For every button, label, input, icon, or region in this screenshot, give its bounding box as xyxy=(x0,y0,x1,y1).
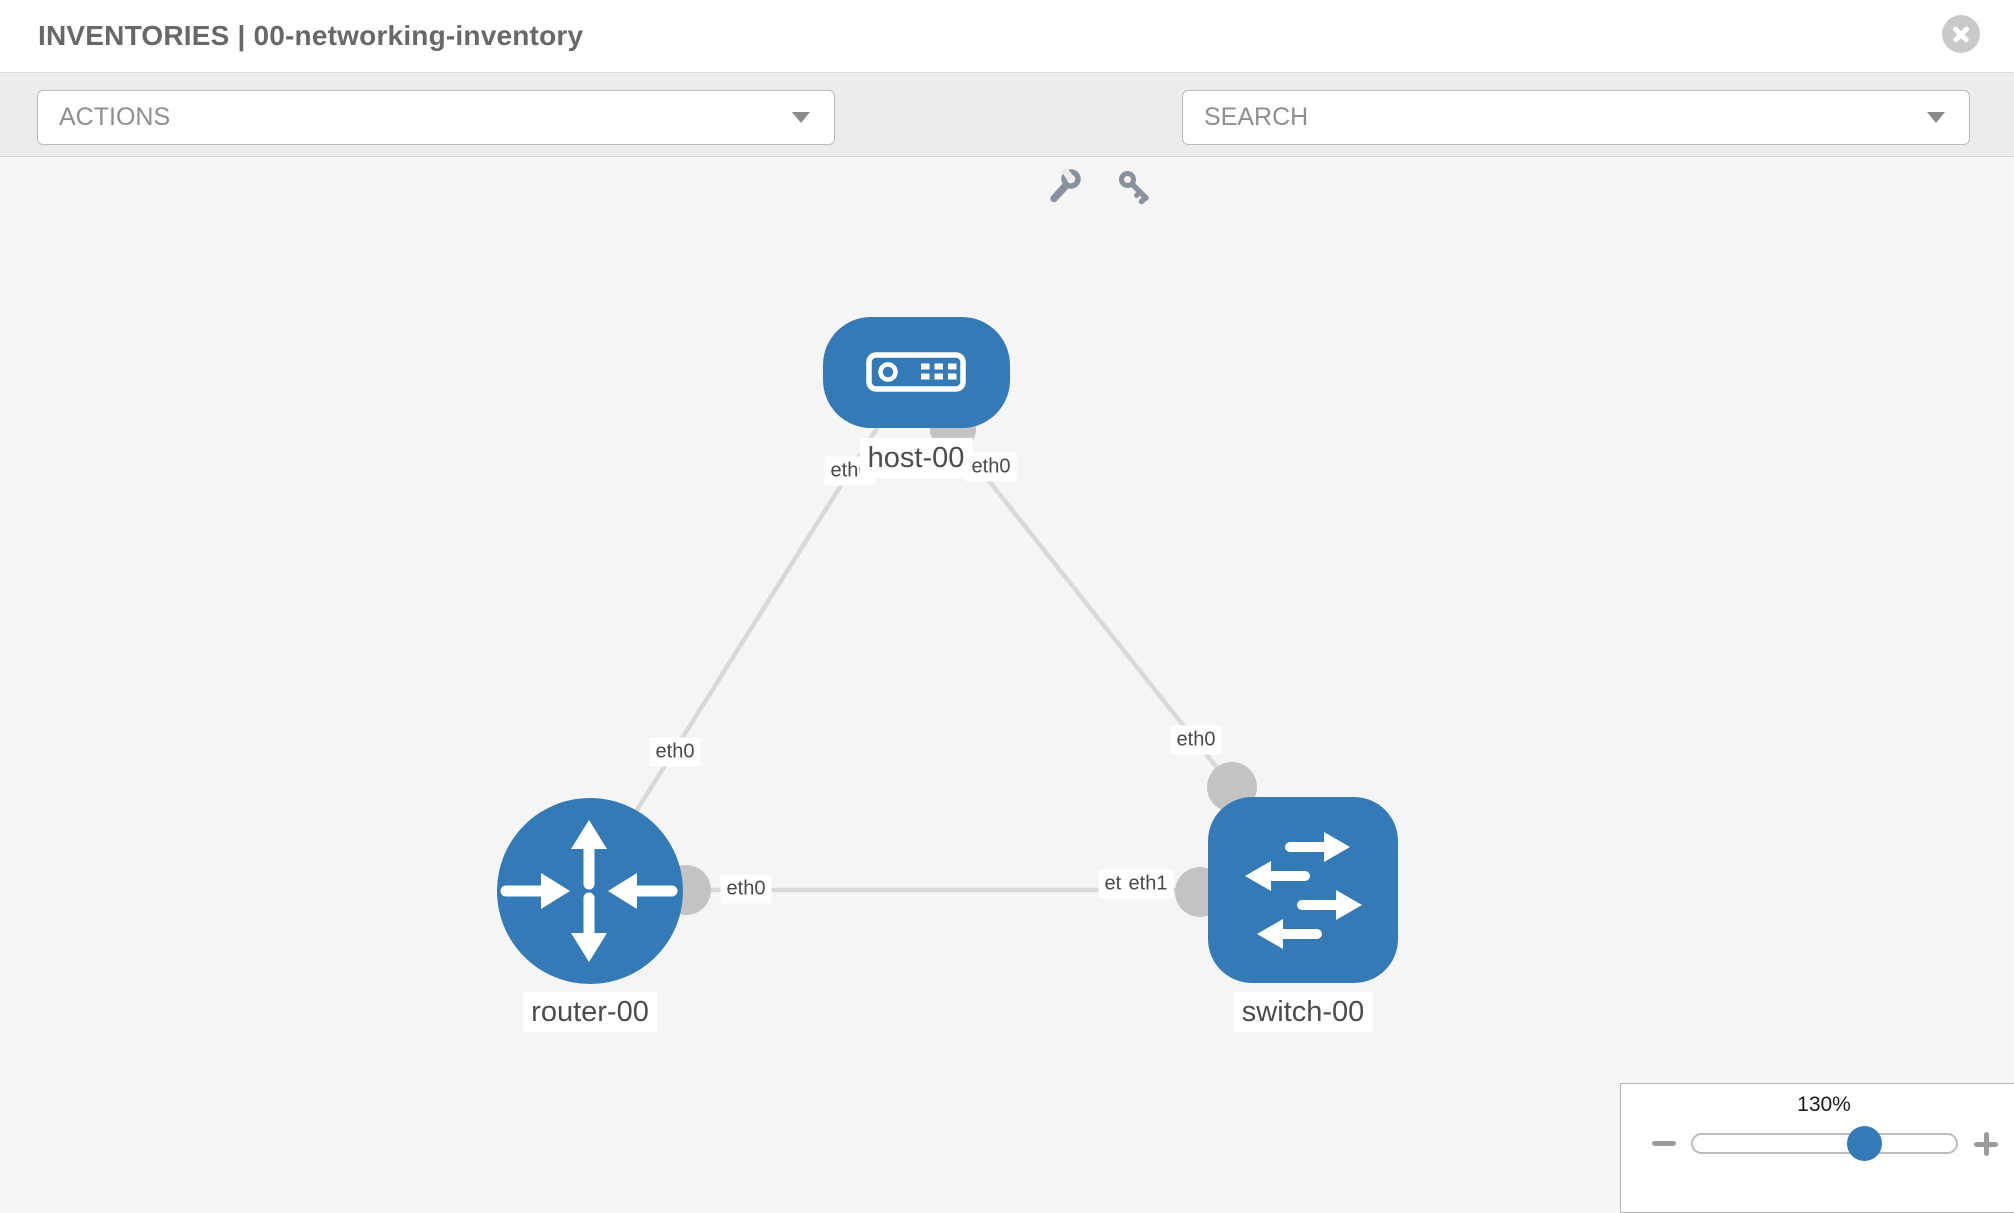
wrench-notch xyxy=(1061,168,1074,182)
interface-label: eth0 xyxy=(965,452,1017,482)
chevron-down-icon xyxy=(1927,112,1945,123)
switch-node-shape xyxy=(1208,797,1398,983)
router-node-shape xyxy=(497,798,683,984)
switch-icon xyxy=(1245,832,1362,949)
edge-host-router xyxy=(613,426,879,847)
key-tooth xyxy=(1138,194,1149,205)
close-icon[interactable] xyxy=(1942,15,1980,53)
search-dropdown[interactable]: SEARCH xyxy=(1182,90,1970,145)
toolbar: ACTIONS SEARCH xyxy=(0,72,2014,205)
node-label-host: host-00 xyxy=(859,437,973,479)
zoom-slider-track[interactable] xyxy=(1691,1133,1958,1154)
interface-label: eth0 xyxy=(649,737,701,767)
node-label-router: router-00 xyxy=(523,991,657,1033)
header-bar: INVENTORIES | 00-networking-inventory xyxy=(0,0,2014,72)
host-node-shape xyxy=(823,317,1010,428)
zoom-out-icon[interactable] xyxy=(1652,1141,1676,1146)
page-title: INVENTORIES | 00-networking-inventory xyxy=(38,20,584,51)
zoom-level-value: 130% xyxy=(1797,1093,1851,1116)
interface-label: eth1 xyxy=(1122,869,1174,899)
actions-dropdown[interactable]: ACTIONS xyxy=(37,90,835,145)
wrench-handle xyxy=(1050,182,1070,203)
zoom-in-icon[interactable] xyxy=(1974,1132,1998,1156)
zoom-slider-knob[interactable] xyxy=(1847,1126,1882,1161)
zoom-panel: 130% xyxy=(1620,1083,2014,1213)
key-icon xyxy=(1119,171,1136,188)
node-host[interactable] xyxy=(823,317,1010,428)
actions-dropdown-label: ACTIONS xyxy=(59,103,171,131)
host-icon xyxy=(866,352,966,392)
tools-wrench-button[interactable] xyxy=(1047,168,1085,206)
interface-label: eth0 xyxy=(720,874,772,904)
chevron-down-icon xyxy=(792,112,810,123)
interface-label: eth0 xyxy=(1170,725,1222,755)
key-button[interactable] xyxy=(1116,168,1154,206)
node-label-switch: switch-00 xyxy=(1233,991,1373,1033)
edges xyxy=(590,426,1303,893)
node-switch[interactable] xyxy=(1208,797,1398,983)
wrench-icon xyxy=(1061,169,1081,189)
key-tooth xyxy=(1134,189,1143,198)
plus-icon-bar xyxy=(1983,1132,1989,1156)
search-dropdown-label: SEARCH xyxy=(1204,103,1309,131)
router-icon xyxy=(500,820,678,962)
node-router[interactable] xyxy=(497,798,683,984)
